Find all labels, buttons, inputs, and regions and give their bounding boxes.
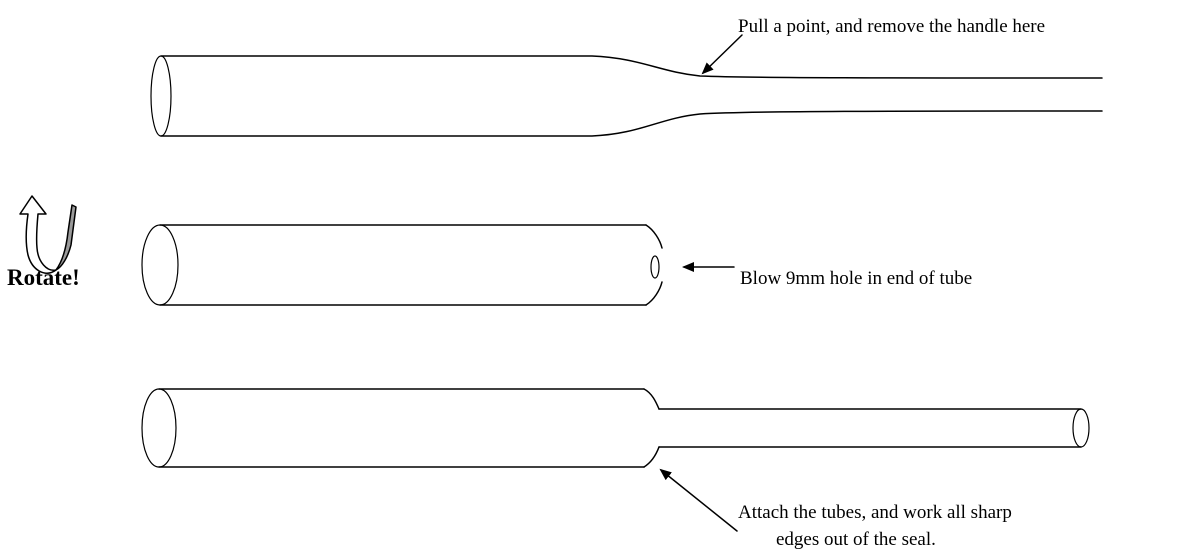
small-tube-open-end xyxy=(1072,408,1090,448)
tube1-top-edge xyxy=(160,55,1103,79)
tube2-open-end xyxy=(141,224,179,306)
tube1-bottom-edge xyxy=(160,110,1103,137)
attach-arrow xyxy=(659,468,738,532)
rotate-label: Rotate! xyxy=(7,265,80,290)
tube2-closed-end-lower xyxy=(645,281,663,306)
tube-blown-hole: Blow 9mm hole in end of tube xyxy=(141,224,972,306)
tube2-blown-hole xyxy=(650,255,660,279)
tube-attached: Attach the tubes, and work all sharp edg… xyxy=(141,388,1090,550)
pull-point-arrow xyxy=(701,34,743,75)
tube1-open-end xyxy=(150,55,172,137)
rotate-indicator: Rotate! xyxy=(7,195,80,290)
tube3-seal-lower xyxy=(643,446,660,468)
tube3-seal-upper xyxy=(643,388,660,410)
tube2-closed-end-upper xyxy=(645,224,663,249)
pull-point-label: Pull a point, and remove the handle here xyxy=(738,16,1045,37)
attach-label-line2: edges out of the seal. xyxy=(776,529,936,550)
rotate-arrow-icon xyxy=(19,195,77,274)
tube3-open-end xyxy=(141,388,177,468)
blow-hole-label: Blow 9mm hole in end of tube xyxy=(740,268,972,289)
attach-label-line1: Attach the tubes, and work all sharp xyxy=(738,502,1012,523)
tube-pulled-point: Pull a point, and remove the handle here xyxy=(150,16,1103,137)
